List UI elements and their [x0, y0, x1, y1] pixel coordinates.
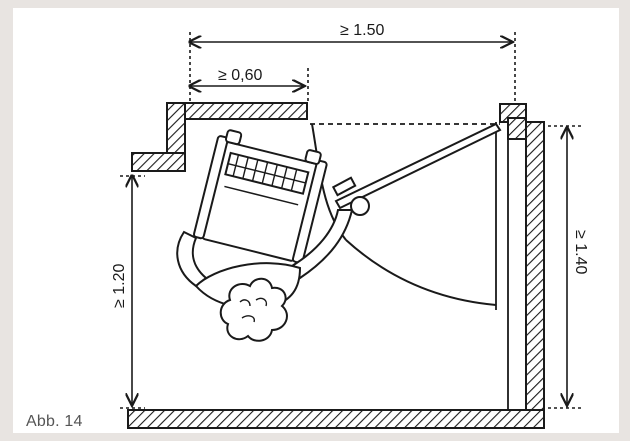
dimension-label-1-40: ≥ 1.40: [572, 230, 589, 274]
dimension-1-40: ≥ 1.40: [548, 125, 589, 409]
dimension-1-20: ≥ 1.20: [111, 176, 145, 409]
dimension-label-1-20: ≥ 1.20: [111, 264, 128, 308]
dimension-label-0-60: ≥ 0,60: [218, 67, 262, 84]
dimension-label-1-50: ≥ 1.50: [340, 22, 384, 39]
dimension-0-60: ≥ 0,60: [190, 67, 309, 103]
wheelchair-icon: [193, 129, 328, 264]
dimension-1-50: ≥ 1.50: [190, 22, 516, 103]
figure-panel: [13, 8, 619, 433]
person-icon: [176, 196, 370, 342]
figure-caption: Abb. 14: [26, 413, 83, 430]
hatched-wall: [127, 102, 545, 429]
room-outline: [184, 119, 509, 410]
